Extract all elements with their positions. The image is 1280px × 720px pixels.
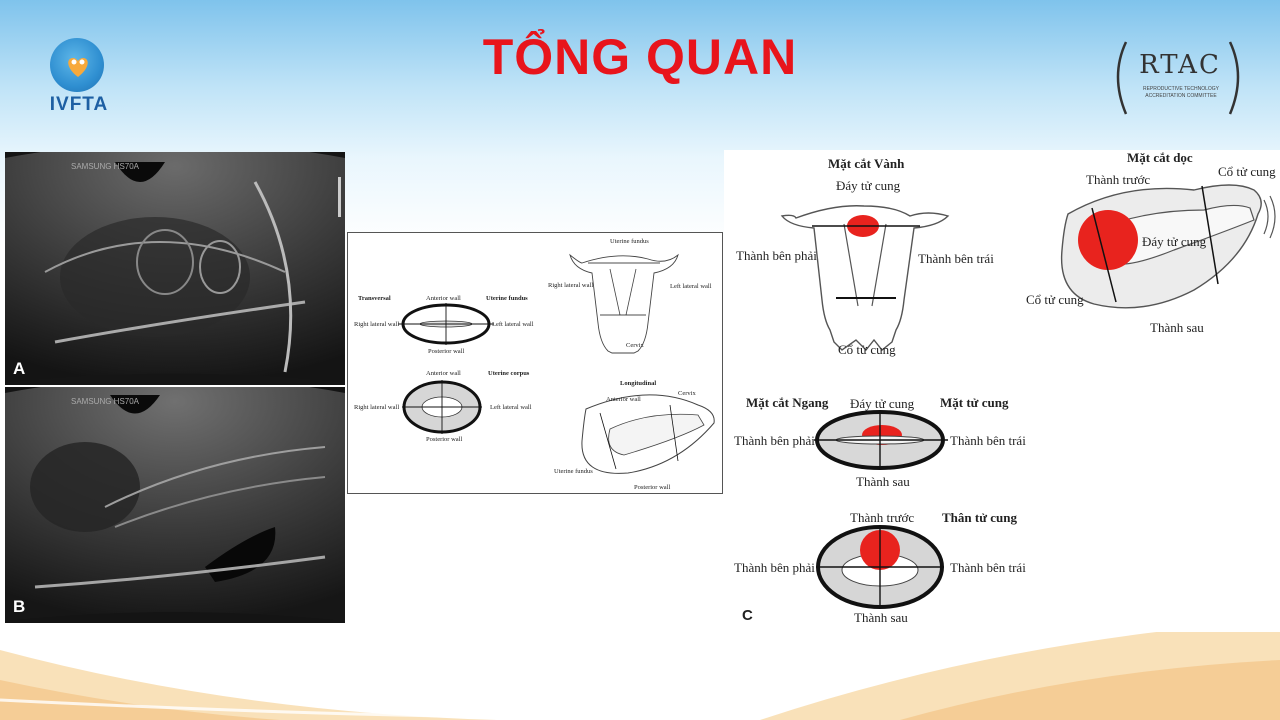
transverse-posterior-label: Thành sau: [856, 474, 910, 489]
uterine-fundus-title: Uterine fundus: [486, 295, 528, 302]
left-lateral-wall-label-2: Left lateral wall: [490, 404, 532, 411]
english-uterus-schematic: Transversal Uterine fundus Anterior wall…: [354, 238, 715, 491]
ultrasound-a-label: A: [13, 359, 26, 378]
heart-family-icon: [68, 58, 88, 77]
coronal-title: Mặt cắt Vành: [828, 156, 905, 171]
body-posterior-label: Thành sau: [854, 610, 908, 625]
body-right-wall-label: Thành bên phải: [734, 560, 815, 575]
posterior-wall-label-1: Posterior wall: [428, 348, 464, 355]
vietnamese-uterus-schematic: Mặt cắt Vành Đáy tử cung Thành bên phải …: [734, 150, 1276, 625]
right-lateral-wall-label-2: Right lateral wall: [354, 404, 399, 411]
longitudinal-title: Longitudinal: [620, 380, 656, 387]
sagittal-anterior-label: Thành trước: [1086, 172, 1150, 187]
ultrasound-image-a: SAMSUNG HS70A A: [5, 152, 345, 385]
sagittal-cervix-top-label: Cổ tử cung: [1218, 164, 1276, 179]
ultrasound-b-scan: [5, 387, 345, 623]
sagittal-posterior-label: Thành sau: [1150, 320, 1204, 335]
anterior-wall-label-3: Anterior wall: [606, 396, 641, 403]
right-lateral-wall-label-3: Right lateral wall: [548, 282, 593, 289]
rtac-brackets-icon: [1116, 41, 1240, 115]
background-waves: [0, 620, 1280, 720]
body-left-wall-label: Thành bên trái: [950, 560, 1026, 575]
sagittal-title: Mặt cắt dọc: [1127, 150, 1193, 165]
transverse-left-wall-label: Thành bên trái: [950, 433, 1026, 448]
ultrasound-b-label: B: [13, 597, 26, 616]
cervix-label-2: Cervix: [678, 390, 696, 397]
ivfta-logo-text: IVFTA: [49, 94, 109, 115]
fundus-section-title: Mặt tử cung: [940, 395, 1009, 410]
rtac-logo-text: RTAC: [1139, 50, 1221, 80]
uterine-fundus-label-1: Uterine fundus: [610, 238, 649, 245]
ultrasound-a-brand: SAMSUNG HS70A: [71, 162, 140, 171]
vietnamese-uterus-diagram: Mặt cắt Vành Đáy tử cung Thành bên phải …: [724, 150, 1280, 632]
transverse-right-wall-label: Thành bên phải: [734, 433, 815, 448]
sagittal-fundus-label: Đáy tử cung: [1142, 234, 1207, 249]
coronal-cervix-label: Cổ tử cung: [838, 342, 896, 357]
ultrasound-b-brand: SAMSUNG HS70A: [71, 397, 140, 406]
body-section-title: Thân tử cung: [942, 510, 1017, 525]
transversal-title: Transversal: [358, 295, 391, 302]
sagittal-cervix-bottom-label: Cổ tử cung: [1026, 292, 1084, 307]
anterior-wall-label-1: Anterior wall: [426, 295, 461, 302]
posterior-wall-label-3: Posterior wall: [634, 484, 670, 491]
rtac-logo: RTAC Reproductive Technology Accreditati…: [1112, 38, 1242, 118]
anterior-wall-label-2: Anterior wall: [426, 370, 461, 377]
transverse-title: Mặt cắt Ngang: [746, 395, 829, 410]
rtac-logo-subtitle: Reproductive Technology Accreditation Co…: [1142, 86, 1220, 99]
ultrasound-a-scan: [5, 152, 345, 385]
left-lateral-wall-label-3: Left lateral wall: [670, 283, 712, 290]
panel-c-label: C: [742, 607, 753, 624]
right-lateral-wall-label-1: Right lateral wall: [354, 321, 399, 328]
left-lateral-wall-label-1: Left lateral wall: [492, 321, 534, 328]
english-uterus-diagram: Transversal Uterine fundus Anterior wall…: [347, 232, 723, 494]
coronal-left-wall-label: Thành bên trái: [918, 251, 994, 266]
slide-title: TỔNG QUAN: [482, 29, 798, 85]
uterine-fundus-label-2: Uterine fundus: [554, 468, 593, 475]
body-anterior-label: Thành trước: [850, 510, 914, 525]
coronal-fundus-label: Đáy tử cung: [836, 178, 901, 193]
uterine-corpus-title: Uterine corpus: [488, 370, 530, 377]
ultrasound-image-b: SAMSUNG HS70A B: [5, 387, 345, 623]
ivfta-logo: IVFTA: [38, 38, 120, 118]
coronal-right-wall-label: Thành bên phải: [736, 248, 817, 263]
posterior-wall-label-2: Posterior wall: [426, 436, 462, 443]
cervix-label-1: Cervix: [626, 342, 644, 349]
transverse-fundus-label: Đáy tử cung: [850, 396, 915, 411]
